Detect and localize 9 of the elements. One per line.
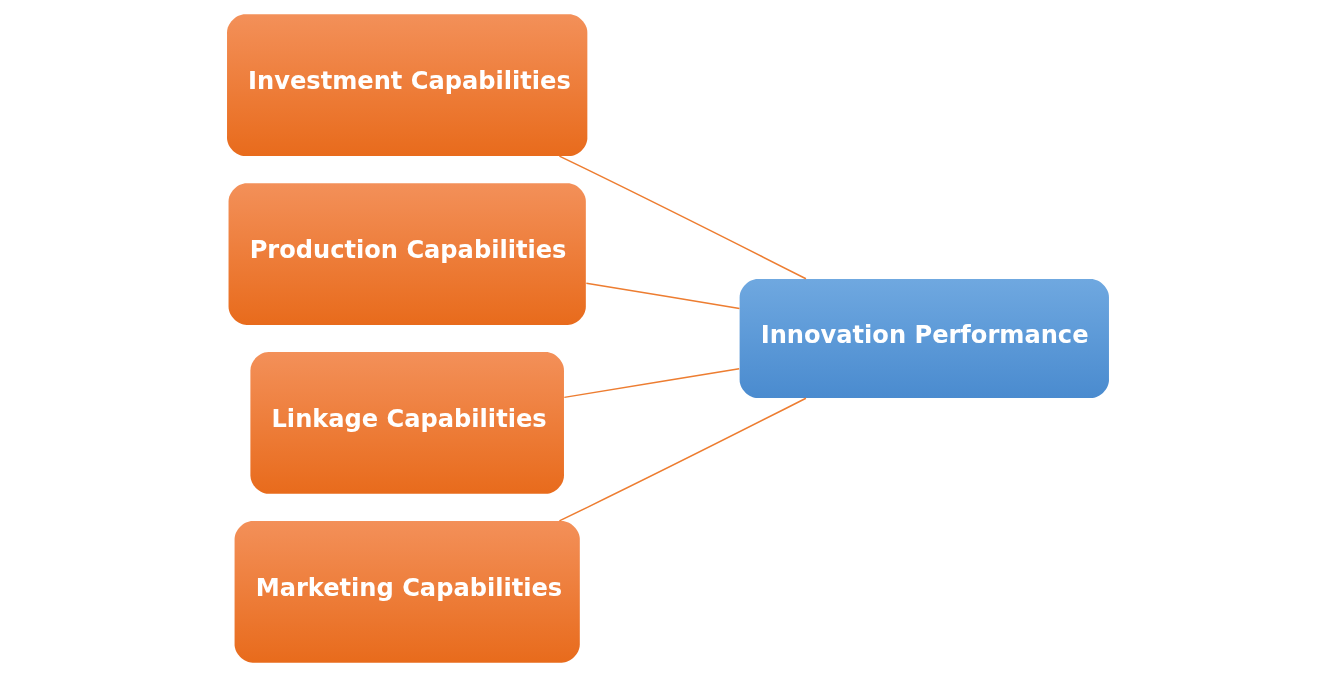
node-box: Linkage Capabilities — [250, 352, 564, 494]
connector — [585, 282, 741, 310]
connector — [558, 155, 807, 280]
connector — [563, 367, 740, 399]
node-box: Production Capabilities — [228, 183, 586, 325]
connector — [558, 397, 807, 522]
node-box: Marketing Capabilities — [234, 520, 580, 663]
node-box: Innovation Performance — [739, 278, 1109, 399]
node-box: Investment Capabilities — [227, 14, 588, 157]
